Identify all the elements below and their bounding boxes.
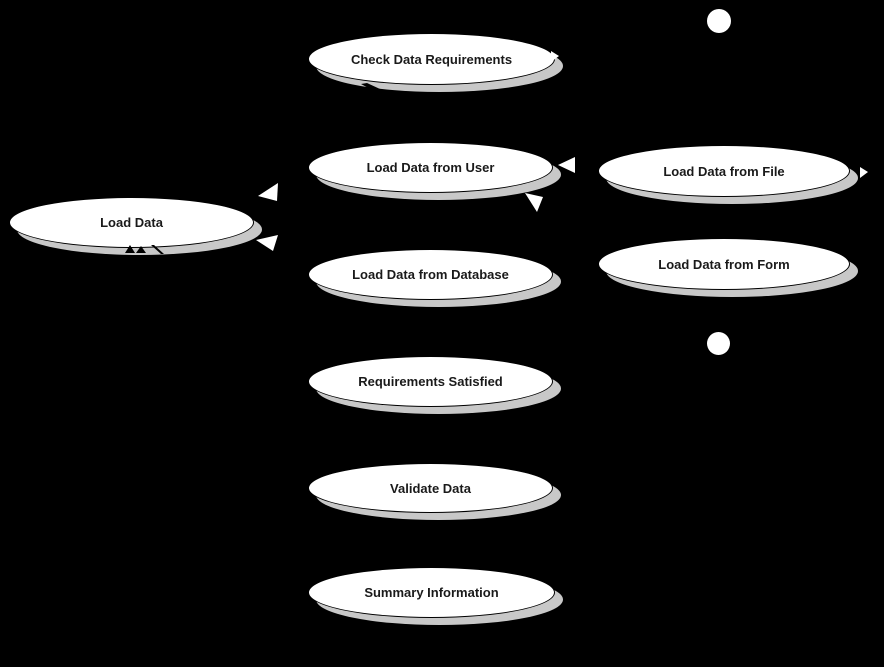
usecase-label: Load Data from Database xyxy=(352,267,509,282)
usecase-label: Requirements Satisfied xyxy=(358,374,503,389)
usecase-label: Load Data from Form xyxy=(658,256,790,272)
usecase-validate-data[interactable]: Validate Data xyxy=(308,463,553,513)
hidden-edge-arrowhead-icon xyxy=(125,245,135,253)
usecase-label: Load Data from File xyxy=(663,163,785,179)
usecase-label: Load Data xyxy=(100,215,163,230)
generalization-arrowhead-icon xyxy=(525,193,543,212)
hidden-edge-line xyxy=(151,245,164,254)
circle-node-top[interactable] xyxy=(707,9,731,33)
usecase-requirements-satisfied[interactable]: Requirements Satisfied xyxy=(308,356,553,407)
usecase-label: Summary Information xyxy=(364,585,499,600)
usecase-summary-information[interactable]: Summary Information xyxy=(308,567,555,618)
hidden-edge-line xyxy=(361,83,380,91)
usecase-load-data[interactable]: Load Data xyxy=(9,197,254,248)
usecase-load-data-from-database[interactable]: Load Data from Database xyxy=(308,249,553,300)
usecase-label: Validate Data xyxy=(390,480,471,496)
usecase-load-data-from-user[interactable]: Load Data from User xyxy=(308,142,553,193)
generalization-arrowhead-icon xyxy=(258,183,278,201)
usecase-load-data-from-form[interactable]: Load Data from Form xyxy=(598,238,850,290)
hidden-edge-arrowhead-icon xyxy=(136,246,146,253)
circle-node-middle[interactable] xyxy=(707,332,730,355)
usecase-label: Check Data Requirements xyxy=(350,51,513,67)
arrow-tip-icon xyxy=(860,167,868,178)
arrow-tip-icon xyxy=(551,51,559,62)
generalization-arrowhead-icon xyxy=(558,157,575,173)
generalization-arrowhead-icon xyxy=(256,235,278,251)
usecase-check-data-requirements[interactable]: Check Data Requirements xyxy=(308,33,555,85)
usecase-label: Load Data from User xyxy=(366,160,495,175)
usecase-load-data-from-file[interactable]: Load Data from File xyxy=(598,145,850,197)
